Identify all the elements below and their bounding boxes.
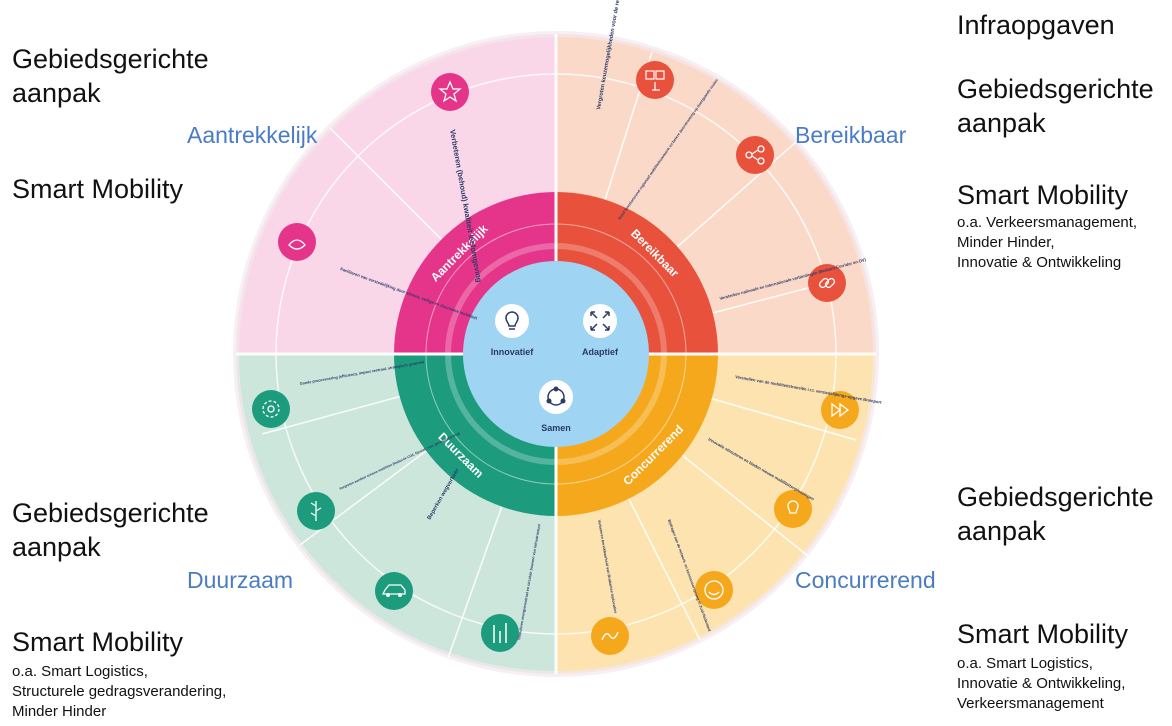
bottom-left-heading: Gebiedsgerichte aanpak: [12, 498, 209, 562]
bottom-left-sub: o.a. Smart Logistics, Structurele gedrag…: [12, 663, 227, 720]
quadrant-label-concurrerend: Concurrerend: [795, 567, 936, 593]
center-label-samen: Samen: [541, 423, 571, 433]
expand-icon: [583, 304, 617, 338]
touch-screen-icon: [636, 61, 674, 99]
cycle-icon: [539, 380, 573, 414]
center-label-innovatief: Innovatief: [491, 347, 535, 357]
top-left-heading: Gebiedsgerichte aanpak: [12, 44, 209, 108]
quadrant-label-bereikbaar: Bereikbaar: [795, 122, 907, 148]
bottom-right-smart-mobility: Smart Mobility: [957, 619, 1129, 649]
car-icon: [375, 572, 413, 610]
top-right-infraopgaven: Infraopgaven: [957, 10, 1115, 40]
idea-icon: [774, 490, 812, 528]
star-icon: [431, 73, 469, 111]
leaf-icon: [297, 492, 335, 530]
quadrant-label-aantrekkelijk: Aantrekkelijk: [187, 122, 318, 148]
smile-icon: [695, 571, 733, 609]
top-right-heading: Gebiedsgerichte aanpak: [957, 74, 1154, 138]
bottom-right-sub: o.a. Smart Logistics, Innovatie & Ontwik…: [957, 655, 1126, 712]
top-left-smart-mobility: Smart Mobility: [12, 174, 184, 204]
process-gear-icon: [252, 390, 290, 428]
center-label-adaptief: Adaptief: [582, 347, 619, 357]
infrastructure-icon: [481, 614, 519, 652]
quadrant-label-duurzaam: Duurzaam: [187, 567, 294, 593]
top-right-sub: o.a. Verkeersmanagement, Minder Hinder, …: [957, 214, 1138, 271]
bottom-right-heading: Gebiedsgerichte aanpak: [957, 482, 1154, 546]
bottom-left-smart-mobility: Smart Mobility: [12, 627, 184, 657]
top-right-smart-mobility: Smart Mobility: [957, 180, 1129, 210]
lightbulb-icon: [495, 304, 529, 338]
hand-heart-icon: [278, 223, 316, 261]
route-icon: [591, 617, 629, 655]
fast-forward-icon: [821, 391, 859, 429]
network-icon: [736, 136, 774, 174]
link-icon: [808, 264, 846, 302]
